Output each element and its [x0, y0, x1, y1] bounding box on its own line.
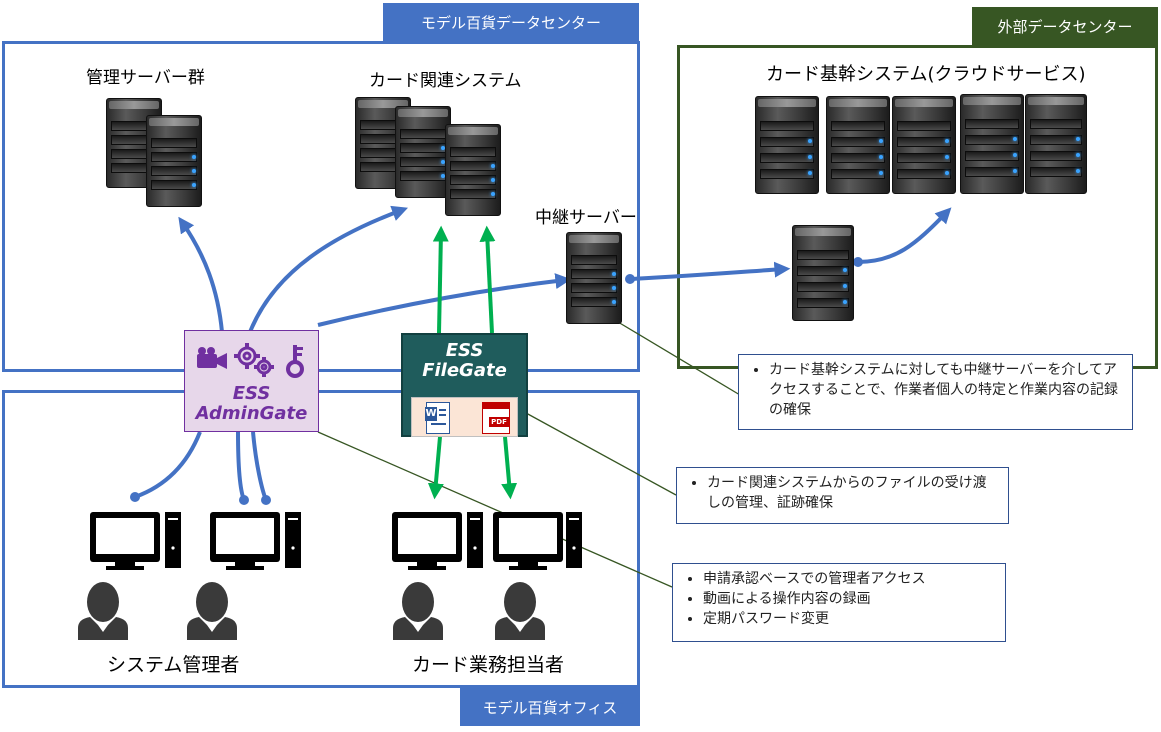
server-icon-core-1 — [755, 96, 819, 194]
arrow-relay-to-core — [629, 261, 791, 281]
person-icon-staff-1 — [393, 582, 443, 640]
arrow-core-inner — [857, 207, 952, 264]
external-zone-label: 外部データセンター — [972, 7, 1158, 45]
server-icon-core-5 — [1025, 94, 1087, 194]
sys-admin-label: システム管理者 — [107, 654, 240, 676]
server-icon-card-2 — [395, 106, 451, 198]
core-relay-dot — [853, 257, 863, 267]
green-arrow-up-left — [432, 225, 449, 334]
person-icon-staff-2 — [495, 582, 545, 640]
admin-link-1-dot — [130, 492, 140, 502]
admin-pc-2 — [210, 512, 301, 570]
green-arrow-down-left — [427, 436, 444, 500]
pdf-doc-icon: PDF — [482, 402, 510, 434]
server-icon-core-relay — [792, 225, 854, 321]
staff-pc-2 — [493, 512, 582, 570]
ess-filegate-card: ESS FileGate W PDF — [401, 333, 528, 437]
arrow-to-mgmt-servers — [178, 216, 224, 333]
admin-link-2-dot — [239, 495, 249, 505]
mgmt-servers-label: 管理サーバー群 — [86, 68, 205, 88]
arrow-to-card-systems — [248, 205, 408, 333]
admingate-title-1: ESS — [232, 383, 271, 404]
admin-link-3-dot — [261, 495, 271, 505]
datacenter-zone — [2, 41, 640, 372]
datacenter-zone-label: モデル百貨データセンター — [383, 3, 639, 41]
filegate-title-1: ESS — [445, 340, 484, 361]
admin-pc-1 — [90, 512, 181, 570]
person-icon-admin-1 — [78, 582, 128, 640]
admingate-note-item-1: 申請承認ベースでの管理者アクセス — [703, 569, 997, 589]
card-staff-label: カード業務担当者 — [412, 654, 565, 676]
server-icon-core-2 — [826, 96, 890, 194]
key-icon — [286, 345, 304, 378]
office-zone — [2, 390, 640, 688]
admingate-callout-line — [317, 431, 673, 588]
relay-note: カード基幹システムに対しても中継サーバーを介してアクセスすることで、作業者個人の… — [738, 354, 1133, 430]
server-icon-core-4 — [960, 94, 1024, 194]
admin-link-2 — [236, 431, 246, 501]
card-systems-label: カード関連システム — [369, 71, 522, 91]
admingate-note-item-3: 定期パスワード変更 — [703, 609, 997, 629]
green-arrow-down-right — [501, 436, 518, 500]
word-doc-icon: W — [425, 402, 450, 434]
server-icon-mgmt-2 — [146, 115, 202, 207]
server-icon-card-3 — [445, 124, 501, 216]
ess-admingate-card: ESS AdminGate — [184, 330, 319, 432]
server-icon-relay — [566, 232, 622, 324]
admin-link-1 — [134, 431, 202, 499]
relay-server-label: 中継サーバー — [535, 208, 637, 228]
office-zone-label: モデル百貨オフィス — [460, 688, 640, 726]
filegate-callout-line — [525, 412, 677, 496]
core-system-label: カード基幹システム(クラウドサービス) — [766, 64, 1086, 85]
gears-icon — [234, 343, 274, 377]
filegate-title-2: FileGate — [422, 360, 507, 381]
filegate-note-item: カード関連システムからのファイルの受け渡しの管理、証跡確保 — [707, 473, 1000, 513]
admingate-note-item-2: 動画による操作内容の録画 — [703, 589, 997, 609]
staff-pc-1 — [392, 512, 483, 570]
green-arrow-up-right — [479, 225, 496, 334]
filegate-note: カード関連システムからのファイルの受け渡しの管理、証跡確保 — [676, 467, 1009, 524]
video-camera-icon — [197, 347, 227, 369]
relay-note-item: カード基幹システムに対しても中継サーバーを介してアクセスすることで、作業者個人の… — [769, 360, 1124, 420]
server-icon-core-3 — [892, 96, 956, 194]
relay-out-dot — [625, 274, 635, 284]
filegate-files-panel: W PDF — [411, 397, 518, 437]
relay-callout-line — [617, 321, 741, 396]
admin-link-3 — [251, 431, 268, 501]
person-icon-admin-2 — [187, 582, 237, 640]
admingate-note: 申請承認ベースでの管理者アクセス 動画による操作内容の録画 定期パスワード変更 — [672, 563, 1006, 642]
admingate-title-2: AdminGate — [195, 403, 308, 424]
